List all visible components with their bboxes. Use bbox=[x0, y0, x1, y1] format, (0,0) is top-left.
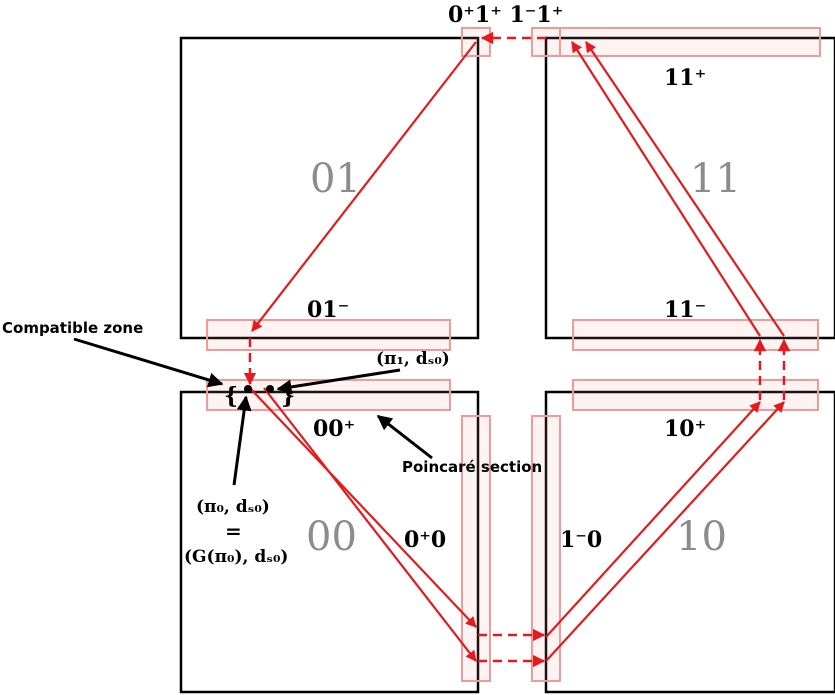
point-pi0 bbox=[244, 385, 252, 393]
jump-paths bbox=[243, 31, 791, 668]
label-1m0: 1⁻0 bbox=[560, 527, 602, 553]
pi0-pointer bbox=[232, 395, 252, 486]
label-top-pair: 0⁺1⁺ 1⁻1⁺ bbox=[448, 2, 563, 28]
point-pi1 bbox=[266, 385, 274, 393]
label-01m: 01⁻ bbox=[307, 297, 349, 323]
quadrant-10-box bbox=[544, 390, 835, 694]
section-strips bbox=[206, 27, 821, 682]
strip-01m bbox=[206, 319, 451, 351]
pi1-pointer bbox=[276, 368, 401, 395]
quadrant-11-box bbox=[544, 36, 835, 340]
compatible-zone-pointer bbox=[73, 337, 224, 388]
strip-11m bbox=[572, 319, 819, 351]
path-10-diagonal-a bbox=[545, 401, 761, 638]
pi0-label: (π₀, dₛ₀) bbox=[196, 497, 270, 517]
label-11m: 11⁻ bbox=[664, 297, 706, 323]
gpi0-label: (G(π₀), dₛ₀) bbox=[184, 547, 288, 567]
poincare-section-label: Poincaré section bbox=[402, 458, 542, 476]
path-11-diagonal-a bbox=[571, 41, 761, 337]
strip-1m1p bbox=[531, 27, 561, 57]
pi1-label: (π₁, dₛ₀) bbox=[376, 349, 450, 369]
strip-11p bbox=[559, 27, 821, 57]
strip-0p0 bbox=[461, 415, 491, 682]
quadrant-10-label: 10 bbox=[676, 514, 727, 560]
quadrant-00-label: 00 bbox=[306, 514, 357, 560]
label-0p0: 0⁺0 bbox=[404, 527, 446, 553]
bracket-left: { bbox=[224, 383, 238, 409]
quadrant-00-box bbox=[179, 390, 480, 694]
quadrant-11-label: 11 bbox=[690, 156, 741, 202]
path-00-diagonal-b bbox=[263, 387, 477, 662]
label-00p: 00⁺ bbox=[313, 416, 355, 442]
trajectory-paths bbox=[247, 41, 785, 662]
strip-1m0 bbox=[531, 415, 561, 682]
path-01-diagonal bbox=[251, 41, 477, 332]
equals-sign: = bbox=[225, 519, 242, 543]
label-11p: 11⁺ bbox=[664, 65, 706, 91]
quadrant-01-box bbox=[179, 36, 480, 340]
poincare-pointer bbox=[376, 414, 433, 460]
label-10p: 10⁺ bbox=[664, 416, 706, 442]
compatible-zone-label: Compatible zone bbox=[2, 319, 143, 337]
path-11-diagonal-b bbox=[585, 41, 785, 337]
path-10-diagonal-b bbox=[545, 401, 785, 662]
path-00-diagonal-a bbox=[247, 385, 477, 628]
quadrant-01-label: 01 bbox=[310, 156, 361, 202]
